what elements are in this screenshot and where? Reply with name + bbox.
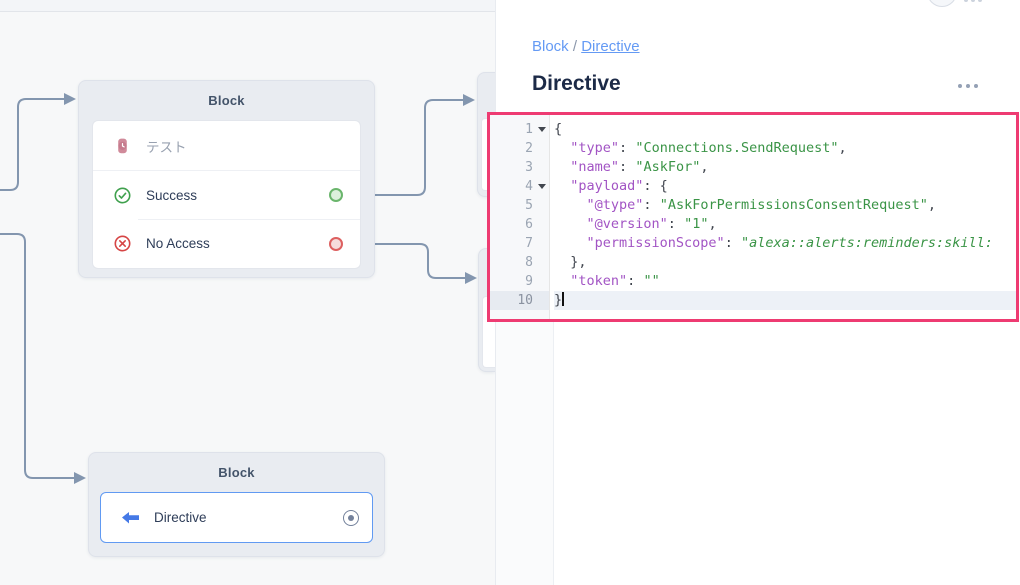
- step-label: Success: [146, 187, 198, 203]
- gutter-line-number: 2: [525, 141, 533, 156]
- block-title: Block: [218, 465, 255, 480]
- edge-into-block-1: [0, 98, 64, 191]
- breadcrumb-block[interactable]: Block: [532, 38, 569, 55]
- code-line[interactable]: },: [554, 254, 587, 270]
- step-success[interactable]: Success: [93, 170, 360, 219]
- gutter-line-number: 7: [525, 236, 533, 251]
- check-circle-icon: [114, 187, 131, 204]
- port-no-access[interactable]: [329, 236, 343, 251]
- code-line[interactable]: }: [554, 291, 1016, 310]
- step-test[interactable]: テスト: [93, 121, 360, 170]
- flow-canvas[interactable]: Block テスト Suc: [0, 0, 495, 585]
- json-editor[interactable]: 1 2 3 4 5 6 7 8 9 10 { "type": "Connections.SendR…: [487, 112, 1019, 322]
- step-label: テスト: [146, 139, 187, 155]
- step-label: No Access: [146, 236, 210, 251]
- code-line[interactable]: "token": "": [570, 273, 660, 289]
- arrowhead-icon: [64, 93, 76, 105]
- arrowhead-icon: [465, 272, 477, 284]
- code-line[interactable]: "payload": {: [570, 178, 668, 194]
- step-no-access[interactable]: No Access: [93, 219, 360, 268]
- gutter-line-number: 8: [525, 255, 533, 270]
- editor-gutter-extension: [496, 322, 554, 585]
- block-node-1[interactable]: Block テスト Suc: [78, 80, 375, 278]
- step-directive[interactable]: Directive: [101, 493, 372, 542]
- x-circle-icon: [114, 235, 131, 252]
- text-cursor: [562, 292, 565, 306]
- step-label: Directive: [154, 510, 207, 525]
- overflow-menu-icon[interactable]: [964, 0, 982, 2]
- edge-into-block-2: [0, 233, 74, 479]
- gutter-line-number: 3: [525, 160, 533, 175]
- gutter-line-number: 1: [490, 120, 549, 139]
- editor-code[interactable]: { "type": "Connections.SendRequest", "na…: [550, 115, 1016, 319]
- block-title: Block: [208, 93, 245, 108]
- page-title: Directive: [532, 72, 621, 95]
- watch-icon: [114, 137, 131, 154]
- code-line[interactable]: "name": "AskFor",: [570, 159, 709, 175]
- breadcrumb-separator: /: [572, 38, 582, 55]
- block-card: テスト Success No: [92, 120, 361, 269]
- code-line[interactable]: "@version": "1",: [586, 216, 717, 232]
- editor-gutter: 1 2 3 4 5 6 7 8 9 10: [490, 115, 550, 319]
- breadcrumb-directive[interactable]: Directive: [581, 38, 640, 55]
- code-line[interactable]: "permissionScope": "alexa::alerts:remind…: [586, 235, 993, 251]
- gutter-line-number: 6: [525, 217, 533, 232]
- directive-card-selected[interactable]: Directive: [100, 492, 373, 543]
- target-port-icon[interactable]: [343, 509, 359, 526]
- gutter-line-number: 5: [525, 198, 533, 213]
- arrow-left-icon: [122, 509, 139, 526]
- ellipsis-menu-button[interactable]: [958, 84, 978, 88]
- arrowhead-icon: [463, 94, 475, 106]
- block-node-2[interactable]: Block Directive: [88, 452, 385, 557]
- code-line[interactable]: "type": "Connections.SendRequest",: [570, 140, 847, 156]
- avatar[interactable]: [927, 0, 957, 7]
- arrowhead-icon: [74, 472, 86, 484]
- gutter-line-number: 9: [525, 274, 533, 289]
- breadcrumb: Block / Directive: [532, 38, 640, 55]
- code-line[interactable]: {: [554, 121, 563, 137]
- canvas-top-strip: [0, 0, 495, 12]
- fold-arrow-icon[interactable]: [538, 184, 546, 189]
- code-line[interactable]: "@type": "AskForPermissionsConsentReques…: [586, 197, 937, 213]
- port-success[interactable]: [329, 188, 343, 202]
- gutter-line-number: 4: [490, 177, 549, 196]
- fold-arrow-icon[interactable]: [538, 127, 546, 132]
- gutter-line-number: 10: [490, 291, 549, 310]
